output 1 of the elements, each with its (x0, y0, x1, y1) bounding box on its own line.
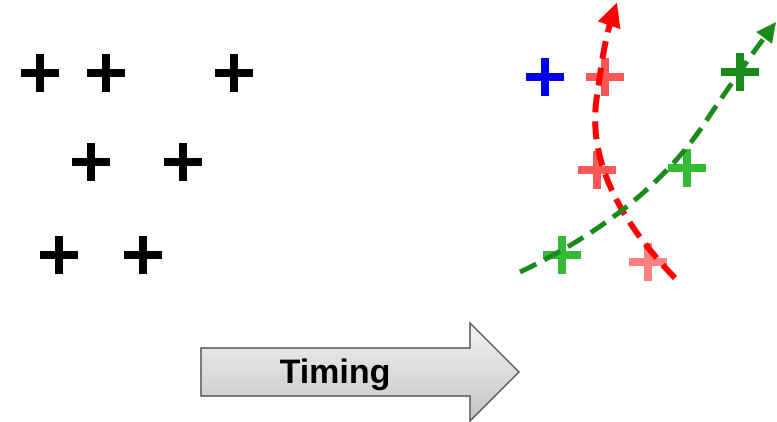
arrow-label: Timing (280, 352, 390, 392)
